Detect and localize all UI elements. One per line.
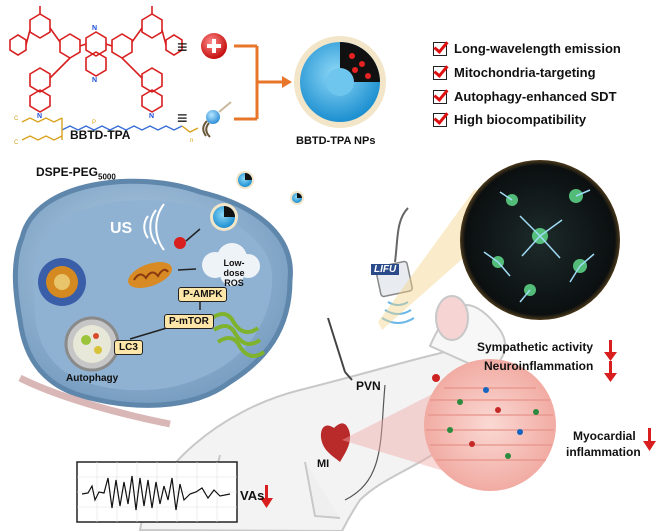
dspe-atom-marks: C C Pn: [14, 116, 193, 146]
checkbox-icon: [433, 41, 447, 56]
svg-text:P: P: [92, 120, 96, 126]
dspe-peg-label: DSPE-PEG5000: [36, 165, 116, 182]
dspe-peg-structure: [21, 117, 199, 141]
heteroatom-marks: N N N N: [37, 25, 154, 120]
vas-label: VAs: [240, 488, 265, 503]
electrode-wire: [327, 317, 353, 381]
ecg-panel: [76, 461, 238, 523]
equivalence-symbol-2: ≡: [177, 108, 188, 128]
pathway-lc3: LC3: [114, 340, 143, 355]
svg-text:C: C: [14, 140, 19, 146]
checkbox-icon: [433, 112, 447, 127]
pathway-p-ampk: P-AMPK: [178, 287, 228, 302]
mitochondrion: [128, 262, 172, 288]
brain-zoom-circle: [460, 160, 620, 320]
decrease-arrows: [260, 340, 656, 508]
sympathetic-label: Sympathetic activity: [477, 340, 594, 354]
feature-item: Mitochondria-targeting: [433, 65, 596, 80]
us-waves: [143, 203, 165, 251]
equivalence-symbol-1: ≡: [177, 37, 188, 57]
autophagosome: [64, 316, 120, 372]
us-label: US: [110, 220, 133, 237]
checkbox-icon: [433, 89, 447, 104]
bbtd-tpa-label: BBTD-TPA: [70, 128, 131, 142]
neuroinflammation-label: Neuroinflammation: [484, 359, 594, 373]
svg-text:N: N: [92, 77, 97, 84]
lipid-icon: [202, 101, 232, 138]
endoplasmic-reticulum: [210, 312, 266, 358]
ros-label: Low-dose ROS: [223, 258, 245, 288]
organelle-stack: [38, 258, 86, 306]
myocardial-label-line2: inflammation: [566, 445, 641, 459]
myocardial-label-line1: Myocardial: [573, 429, 636, 443]
nanoparticle-graphic: [294, 36, 386, 128]
nanoparticle-entering: [174, 203, 238, 249]
nanoparticle-label: BBTD-TPA NPs: [296, 135, 376, 147]
pathway-p-mtor: P-mTOR: [164, 314, 214, 329]
bbtd-tpa-structure: [9, 6, 183, 113]
checkbox-icon: [433, 65, 447, 80]
svg-text:N: N: [92, 25, 97, 32]
ros-cloud: [202, 243, 260, 286]
autophagy-label: Autophagy: [66, 373, 119, 384]
feature-item: Autophagy-enhanced SDT: [433, 89, 617, 104]
svg-text:C: C: [14, 116, 19, 122]
flying-nanoparticles: [236, 171, 304, 205]
heart-icon: [320, 423, 351, 462]
assembly-arrow: [282, 76, 292, 88]
svg-text:n: n: [190, 138, 193, 144]
heart-zoom-circle: [424, 359, 556, 491]
assembly-bracket: [234, 44, 282, 121]
feature-item: Long-wavelength emission: [433, 41, 621, 56]
mi-label: MI: [317, 458, 330, 470]
pvn-label: PVN: [356, 379, 381, 393]
svg-text:N: N: [149, 113, 154, 120]
lifu-label: LIFU: [371, 264, 400, 275]
feature-item: High biocompatibility: [433, 112, 586, 127]
svg-text:N: N: [37, 113, 42, 120]
